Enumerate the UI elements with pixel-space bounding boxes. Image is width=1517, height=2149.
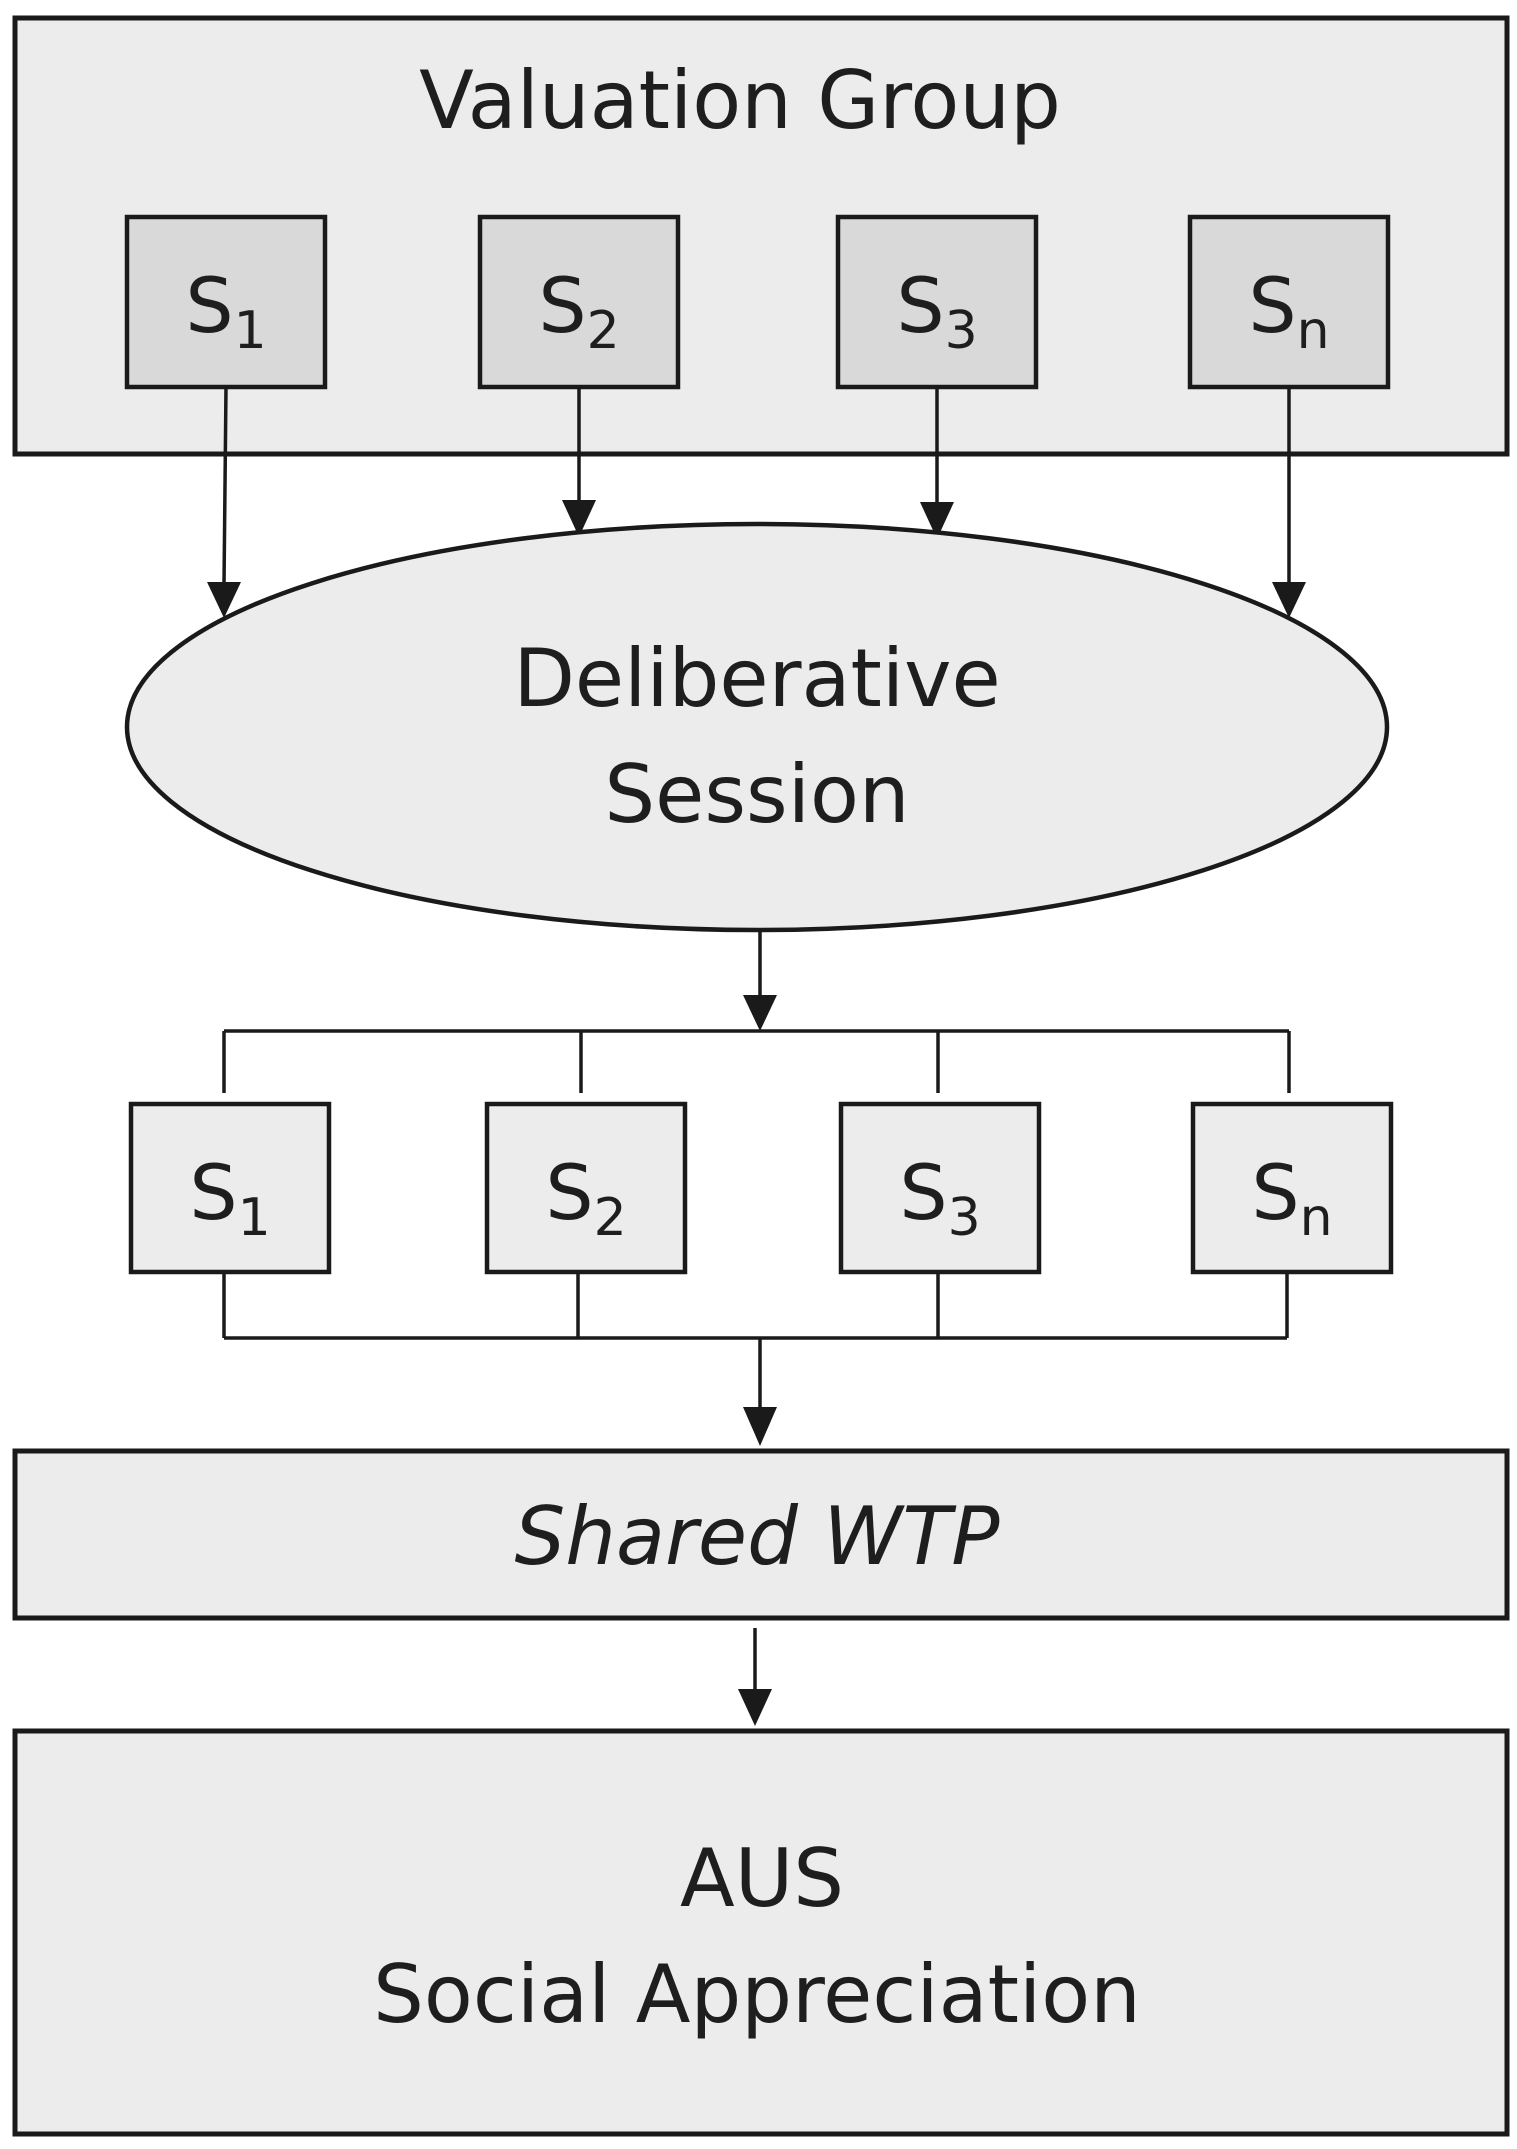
stakeholder-box-bottom-3 — [838, 1101, 1042, 1275]
stakeholder-box-bottom-1 — [128, 1101, 332, 1275]
stakeholder-label-top-3: S3 — [896, 261, 977, 361]
session-to-stakeholders-connector — [222, 930, 1291, 1093]
stakeholders-to-wtp-connector — [222, 1272, 1289, 1446]
stakeholder-box-bottom-n — [1190, 1101, 1394, 1275]
stakeholder-box-top-1 — [124, 214, 328, 390]
stakeholder-label-bottom-1: S1 — [189, 1148, 270, 1248]
valuation-group-title: Valuation Group — [419, 54, 1061, 147]
wtp-to-aus-arrow — [738, 1628, 772, 1726]
stakeholder-label-top-n: Sn — [1248, 261, 1329, 361]
session-label-line2: Session — [604, 748, 909, 841]
stakeholder-label-top-2: S2 — [538, 261, 619, 361]
stakeholder-label-bottom-2: S2 — [545, 1148, 626, 1248]
stakeholder-label-top-1: S1 — [185, 261, 266, 361]
deliberative-session-ellipse — [124, 521, 1390, 933]
stakeholder-box-top-3 — [835, 214, 1039, 390]
stakeholder-label-bottom-n: Sn — [1251, 1148, 1332, 1248]
shared-wtp-box — [12, 1448, 1510, 1621]
social-appreciation-label: Social Appreciation — [373, 1948, 1141, 2041]
session-label-line1: Deliberative — [513, 632, 1000, 725]
aus-social-appreciation-box — [12, 1728, 1510, 2137]
aus-label: AUS — [680, 1832, 844, 1925]
stakeholder-label-bottom-3: S3 — [899, 1148, 980, 1248]
arrows-to-session — [207, 386, 1306, 618]
stakeholder-box-bottom-2 — [484, 1101, 688, 1275]
shared-wtp-label: Shared WTP — [514, 1490, 1000, 1583]
